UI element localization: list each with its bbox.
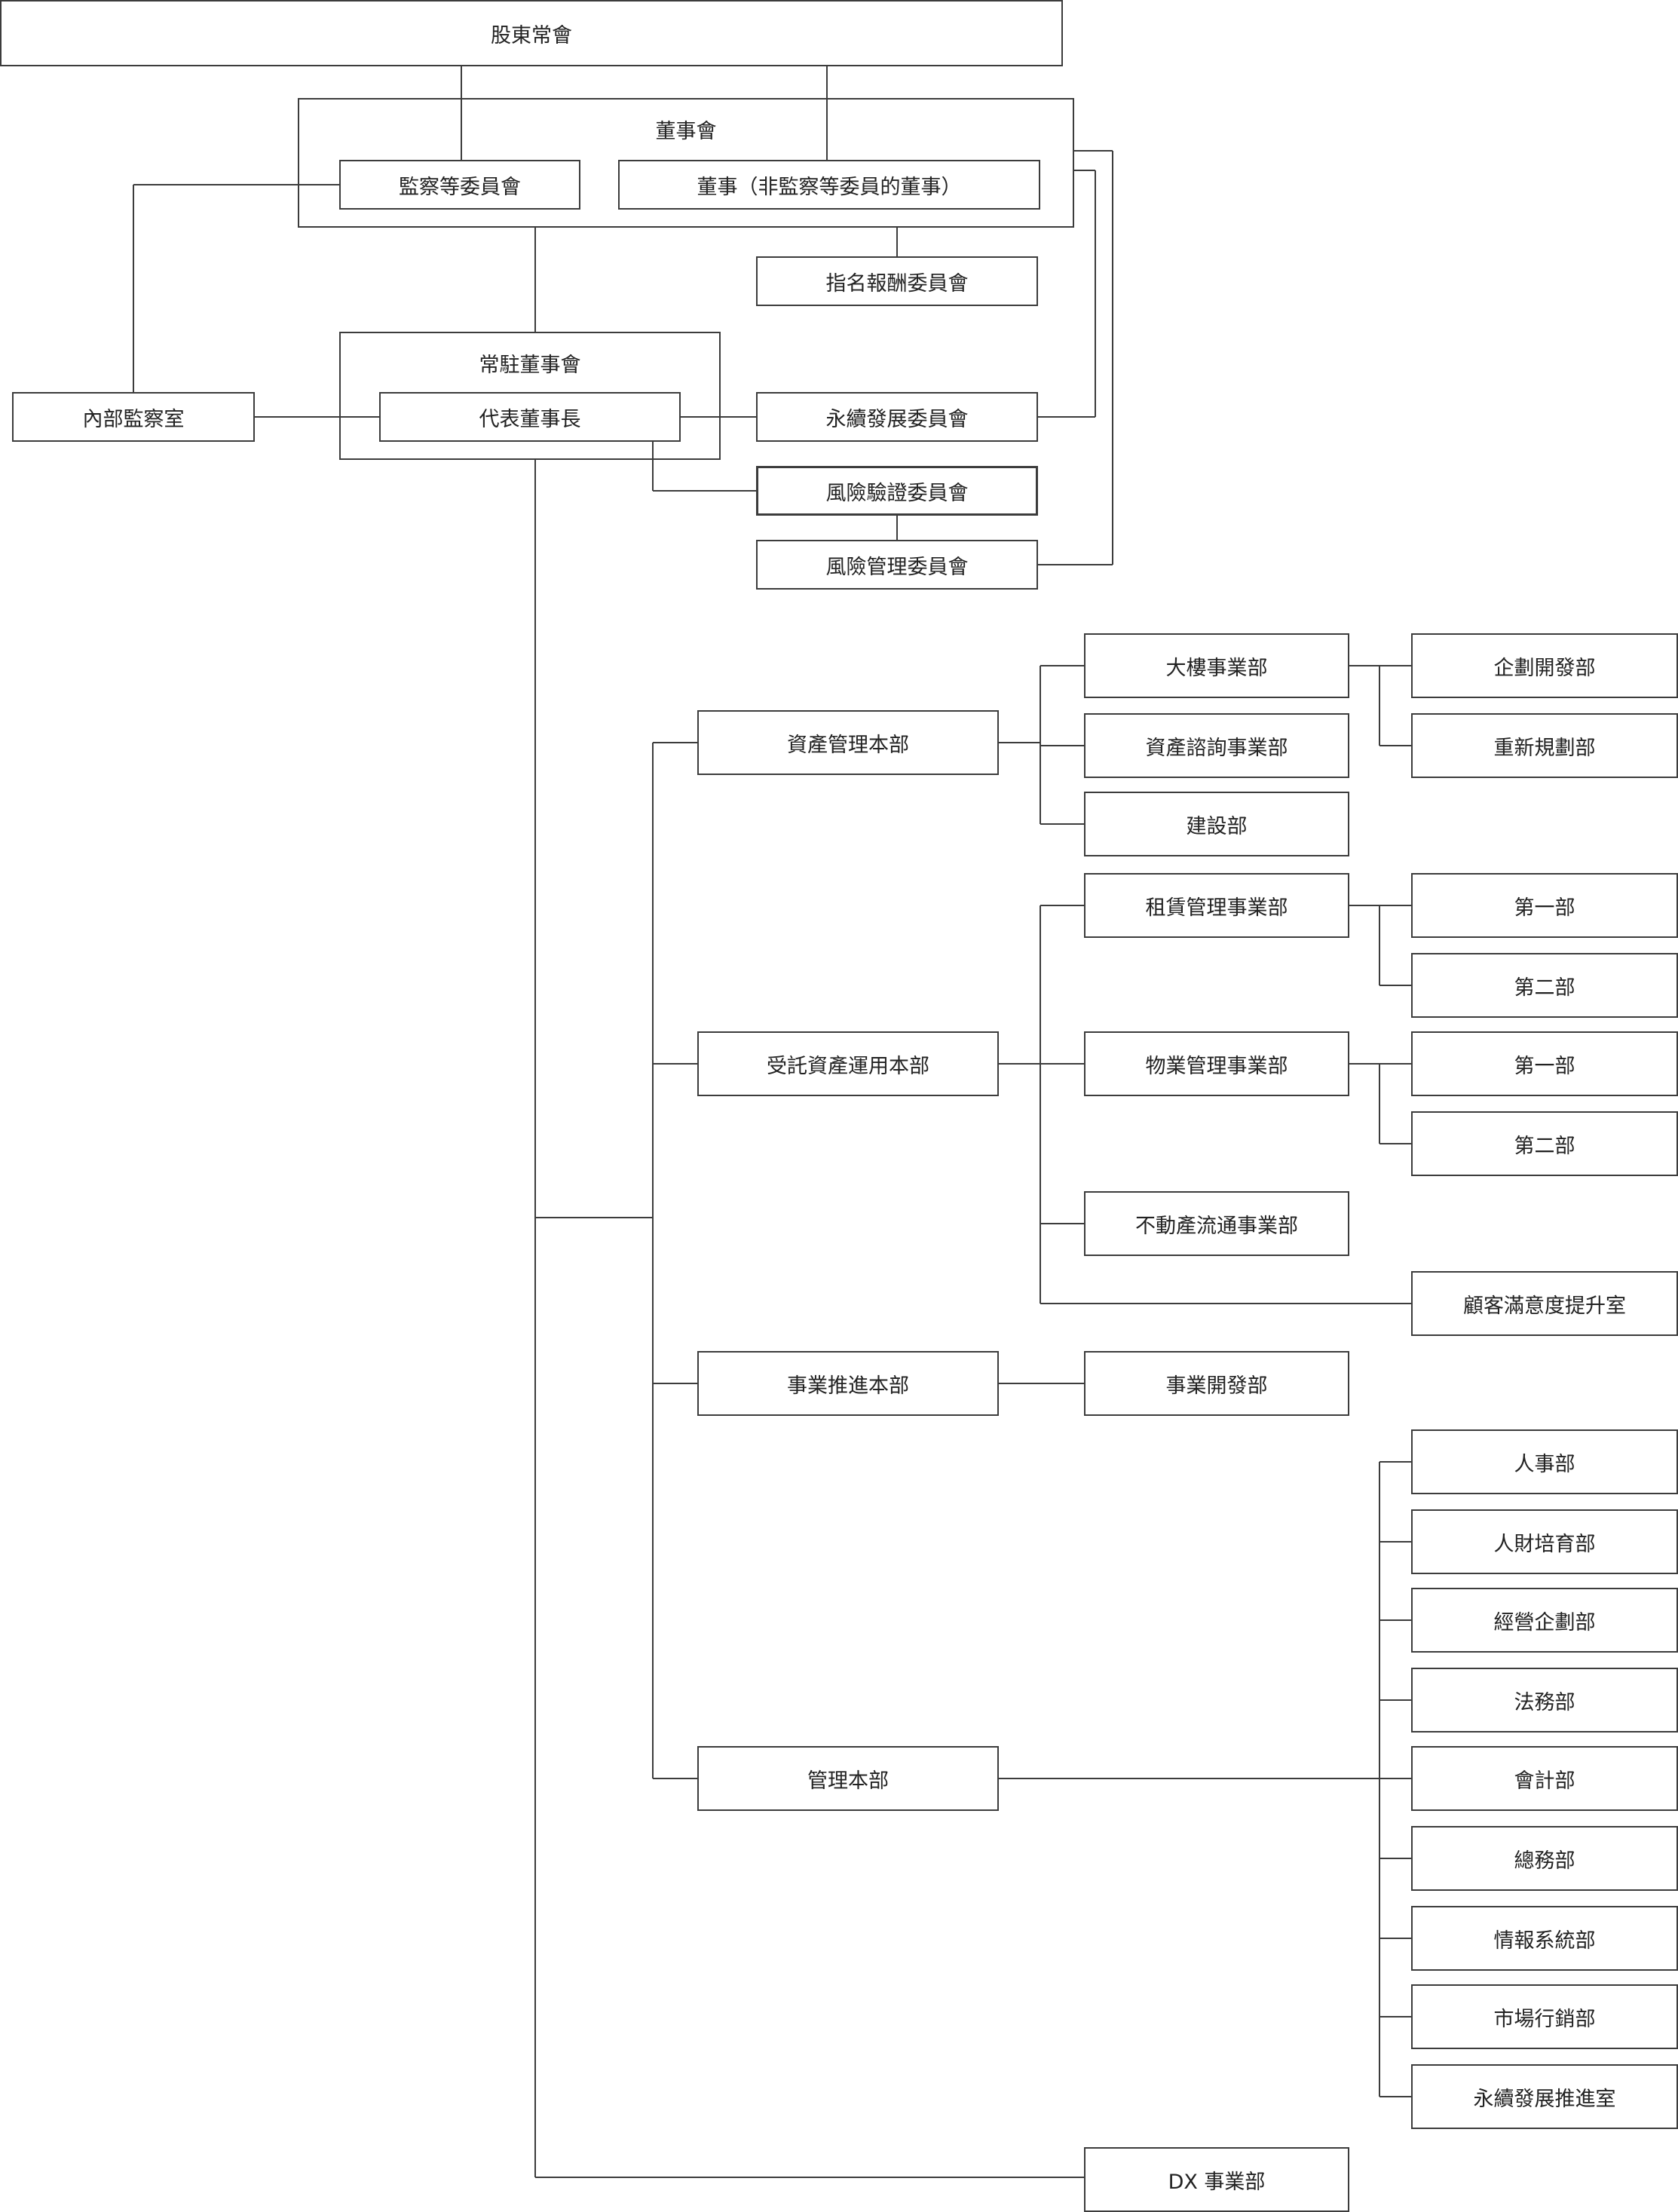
accounting-dept-box: 會計部 bbox=[1411, 1746, 1678, 1811]
leasing-first-dept-box: 第一部 bbox=[1411, 873, 1678, 938]
standing-board-group: 常駐董事會 bbox=[339, 332, 721, 460]
ceo-box: 代表董事長 bbox=[379, 392, 681, 442]
corporate-planning-dept-box: 經營企劃部 bbox=[1411, 1588, 1678, 1653]
talent-development-dept-box: 人財培育部 bbox=[1411, 1509, 1678, 1574]
it-dept-box: 情報系統部 bbox=[1411, 1906, 1678, 1971]
redevelopment-dept-box: 重新規劃部 bbox=[1411, 713, 1678, 778]
customer-satisfaction-office-box: 顧客滿意度提升室 bbox=[1411, 1271, 1678, 1336]
real-estate-distribution-division-box: 不動產流通事業部 bbox=[1084, 1191, 1349, 1256]
leasing-division-box: 租賃管理事業部 bbox=[1084, 873, 1349, 938]
board-label: 董事會 bbox=[655, 120, 717, 143]
nomination-committee-box: 指名報酬委員會 bbox=[756, 256, 1038, 306]
dx-division-box: DX 事業部 bbox=[1084, 2147, 1349, 2212]
asset-consulting-division-box: 資產諮詢事業部 bbox=[1084, 713, 1349, 778]
business-development-dept-box: 事業開發部 bbox=[1084, 1351, 1349, 1416]
shareholders-box: 股東常會 bbox=[0, 0, 1063, 66]
building-division-box: 大樓事業部 bbox=[1084, 633, 1349, 698]
property-division-box: 物業管理事業部 bbox=[1084, 1031, 1349, 1096]
marketing-dept-box: 市場行銷部 bbox=[1411, 1984, 1678, 2049]
sustainability-promotion-office-box: 永續發展推進室 bbox=[1411, 2064, 1678, 2129]
business-promotion-hq-box: 事業推進本部 bbox=[697, 1351, 999, 1416]
risk-verification-committee-box: 風險驗證委員會 bbox=[756, 466, 1038, 516]
hr-dept-box: 人事部 bbox=[1411, 1429, 1678, 1494]
board-group: 董事會 bbox=[298, 98, 1074, 228]
internal-audit-box: 內部監察室 bbox=[12, 392, 255, 442]
planning-development-dept-box: 企劃開發部 bbox=[1411, 633, 1678, 698]
standing-board-label: 常駐董事會 bbox=[479, 354, 581, 377]
risk-management-committee-box: 風險管理委員會 bbox=[756, 540, 1038, 590]
property-first-dept-box: 第一部 bbox=[1411, 1031, 1678, 1096]
general-affairs-dept-box: 總務部 bbox=[1411, 1826, 1678, 1891]
construction-dept-box: 建設部 bbox=[1084, 792, 1349, 856]
sustainability-committee-box: 永續發展委員會 bbox=[756, 392, 1038, 442]
asset-management-hq-box: 資產管理本部 bbox=[697, 710, 999, 775]
legal-dept-box: 法務部 bbox=[1411, 1668, 1678, 1733]
trust-asset-hq-box: 受託資產運用本部 bbox=[697, 1031, 999, 1096]
audit-committee-box: 監察等委員會 bbox=[339, 160, 580, 210]
leasing-second-dept-box: 第二部 bbox=[1411, 953, 1678, 1018]
property-second-dept-box: 第二部 bbox=[1411, 1111, 1678, 1176]
administration-hq-box: 管理本部 bbox=[697, 1746, 999, 1811]
directors-box: 董事（非監察等委員的董事） bbox=[618, 160, 1040, 210]
